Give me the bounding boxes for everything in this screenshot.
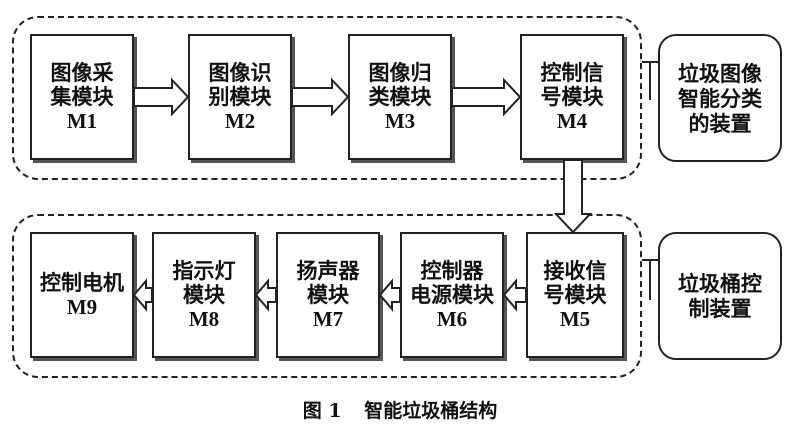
module-m5-code: M5 xyxy=(559,307,591,331)
module-m6-text: 控制器 电源模块 xyxy=(410,258,494,307)
figure-caption: 图 1 智能垃圾桶结构 xyxy=(0,396,800,423)
figure-number: 图 1 xyxy=(302,400,342,422)
module-m1: 图像采 集模块 M1 xyxy=(30,34,134,160)
module-m4-code: M4 xyxy=(556,109,588,133)
module-m1-code: M1 xyxy=(66,109,98,133)
module-m4-text: 控制信 号模块 xyxy=(540,60,604,109)
module-m7: 扬声器 模块 M7 xyxy=(276,232,380,358)
figure-title: 智能垃圾桶结构 xyxy=(364,400,498,422)
top-group-frame xyxy=(12,16,642,180)
module-m2-code: M2 xyxy=(224,109,256,133)
module-m8: 指示灯 模块 M8 xyxy=(152,232,256,358)
module-m1-text: 图像采 集模块 xyxy=(50,60,114,109)
top-group-label: 垃圾图像 智能分类 的装置 xyxy=(658,34,782,162)
module-m9-code: M9 xyxy=(66,295,98,319)
module-m8-code: M8 xyxy=(188,307,220,331)
module-m9: 控制电机 M9 xyxy=(30,232,134,358)
module-m6-code: M6 xyxy=(436,307,468,331)
module-m2: 图像识 别模块 M2 xyxy=(188,34,292,160)
module-m7-code: M7 xyxy=(312,307,344,331)
module-m6: 控制器 电源模块 M6 xyxy=(400,232,504,358)
module-m3-code: M3 xyxy=(384,109,416,133)
module-m3: 图像归 类模块 M3 xyxy=(348,34,452,160)
bottom-group-label: 垃圾桶控 制装置 xyxy=(658,232,782,360)
module-m4: 控制信 号模块 M4 xyxy=(520,34,624,160)
module-m5: 接收信 号模块 M5 xyxy=(526,232,624,358)
module-m2-text: 图像识 别模块 xyxy=(208,60,272,109)
module-m3-text: 图像归 类模块 xyxy=(368,60,432,109)
module-m5-text: 接收信 号模块 xyxy=(543,258,607,307)
module-m8-text: 指示灯 模块 xyxy=(172,258,236,307)
module-m9-text: 控制电机 xyxy=(40,270,124,295)
bottom-group-frame xyxy=(12,214,642,378)
module-m7-text: 扬声器 模块 xyxy=(296,258,360,307)
